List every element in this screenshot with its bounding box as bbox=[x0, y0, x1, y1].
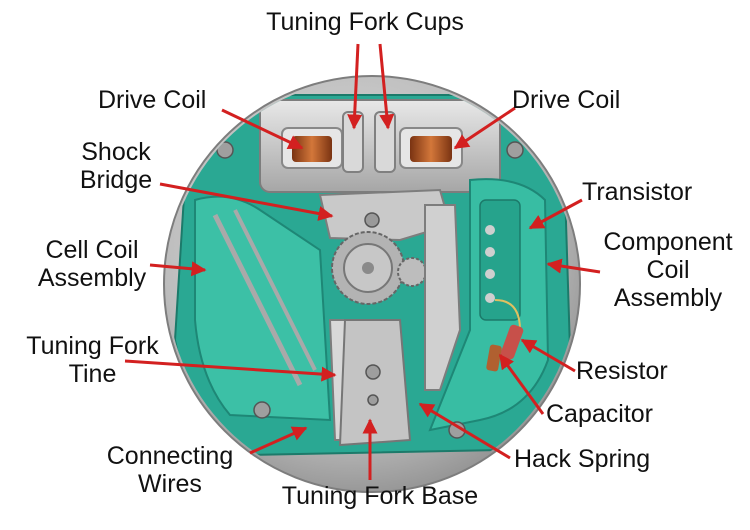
label-resistor: Resistor bbox=[576, 357, 668, 385]
label-text: Resistor bbox=[576, 357, 668, 385]
arrow-capacitor bbox=[498, 353, 545, 415]
label-transistor: Transistor bbox=[582, 178, 692, 206]
arrow-cell-coil bbox=[149, 261, 207, 277]
label-tuning-fork-cups: Tuning Fork Cups bbox=[240, 8, 490, 36]
label-line-2: Bridge bbox=[79, 166, 153, 194]
label-text: Tuning Fork Base bbox=[281, 482, 479, 510]
arrow-fork-cups-right bbox=[378, 43, 395, 130]
label-line-1: Cell Coil bbox=[45, 236, 139, 264]
arrow-component-coil bbox=[546, 258, 601, 274]
arrow-hack-spring bbox=[418, 402, 511, 460]
label-hack-spring: Hack Spring bbox=[514, 445, 650, 473]
label-shock-bridge: Shock Bridge bbox=[66, 138, 166, 194]
arrow-shock-bridge bbox=[159, 182, 334, 221]
label-component-coil-assembly: Component Coil Assembly bbox=[588, 228, 748, 312]
label-tuning-fork-tine: Tuning Fork Tine bbox=[10, 332, 175, 388]
resistor-shape bbox=[500, 324, 524, 360]
label-drive-coil-right: Drive Coil bbox=[512, 86, 620, 114]
label-text: Tuning Fork Cups bbox=[266, 8, 464, 36]
callout-arrows bbox=[124, 43, 601, 480]
hack-lever bbox=[424, 204, 462, 391]
drive-coil-right-shape bbox=[399, 127, 463, 169]
label-line-1: Tuning Fork bbox=[26, 332, 159, 360]
label-line-1: Shock bbox=[81, 138, 151, 166]
arrow-resistor bbox=[520, 338, 576, 373]
label-text: Hack Spring bbox=[514, 445, 651, 473]
label-line-2: Wires bbox=[138, 470, 202, 498]
tuning-fork-base-shape bbox=[338, 319, 412, 447]
label-line-2: Assembly bbox=[37, 264, 147, 292]
label-line-3: Assembly bbox=[613, 284, 723, 312]
drive-coil-left-shape bbox=[281, 127, 343, 169]
arrow-transistor bbox=[528, 198, 583, 230]
label-cell-coil-assembly: Cell Coil Assembly bbox=[22, 236, 162, 292]
label-text: Transistor bbox=[582, 178, 693, 206]
label-text: Drive Coil bbox=[512, 86, 621, 114]
fork-cup-right bbox=[374, 111, 396, 173]
label-line-2: Coil bbox=[646, 256, 690, 284]
capacitor-shape bbox=[486, 344, 502, 372]
arrow-drive-coil-right bbox=[453, 106, 516, 150]
label-line-1: Component bbox=[603, 228, 733, 256]
label-text: Capacitor bbox=[546, 400, 653, 428]
label-capacitor: Capacitor bbox=[546, 400, 653, 428]
gear-train bbox=[331, 231, 427, 305]
label-tuning-fork-base: Tuning Fork Base bbox=[255, 482, 505, 510]
arrow-tuning-fork-tine bbox=[124, 359, 337, 382]
label-text: Drive Coil bbox=[98, 86, 207, 114]
label-connecting-wires: Connecting Wires bbox=[90, 442, 250, 498]
arrow-connecting-wires bbox=[249, 426, 308, 455]
arrow-drive-coil-left bbox=[221, 108, 304, 150]
arrow-fork-cups-left bbox=[347, 43, 363, 130]
label-line-1: Connecting bbox=[106, 442, 234, 470]
label-drive-coil-left: Drive Coil bbox=[98, 86, 206, 114]
label-line-2: Tine bbox=[68, 360, 117, 388]
